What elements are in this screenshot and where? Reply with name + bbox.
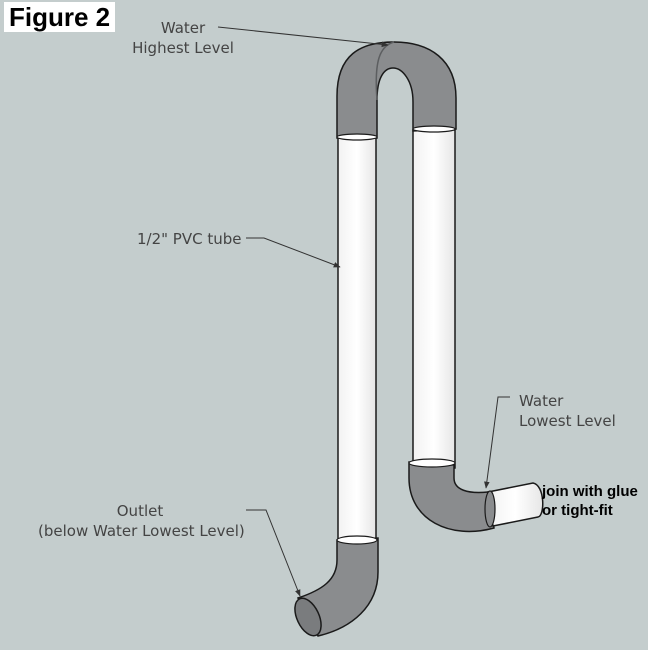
- figure-title: Figure 2: [4, 2, 116, 32]
- join-note: join with glue or tight-fit: [542, 482, 638, 520]
- leader-pvc-tube: [246, 237, 341, 268]
- outlet-line1: Outlet: [116, 502, 164, 520]
- leader-lines: [217, 26, 510, 597]
- outlet-line2: (below Water Lowest Level): [38, 522, 245, 540]
- lowest-level-line1: Water: [519, 392, 564, 410]
- lowest-level-label: Water Lowest Level: [519, 391, 616, 431]
- pvc-tube-label: 1/2" PVC tube: [137, 230, 242, 248]
- highest-level-line1: Water: [160, 19, 206, 37]
- join-note-line1: join with glue: [542, 483, 638, 500]
- lowest-level-line2: Lowest Level: [519, 412, 616, 430]
- leader-outlet: [246, 509, 301, 597]
- outlet-label: Outlet (below Water Lowest Level): [38, 501, 245, 541]
- horizontal-stub-tube: [484, 482, 544, 528]
- leader-highest-level: [217, 26, 389, 48]
- leader-lowest-level: [484, 396, 510, 489]
- right-vertical-tube: [412, 129, 456, 469]
- outlet-elbow: [294, 535, 379, 637]
- bottom-right-elbow: [408, 458, 495, 533]
- highest-level-line2: Highest Level: [132, 39, 234, 57]
- left-vertical-tube: [337, 135, 377, 543]
- join-note-line2: or tight-fit: [542, 502, 613, 519]
- highest-level-label: Water Highest Level: [104, 18, 262, 58]
- top-u-bend-elbow: [336, 41, 457, 141]
